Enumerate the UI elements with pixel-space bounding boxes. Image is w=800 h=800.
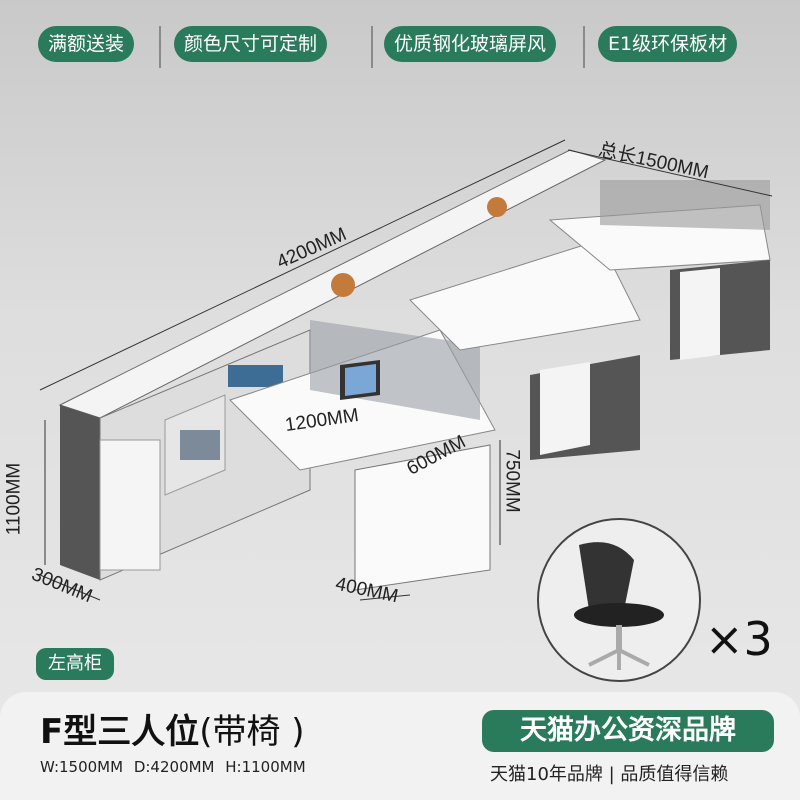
desk-height-label: 750MM	[501, 449, 523, 513]
feature-tag: 优质钢化玻璃屏风	[384, 26, 557, 62]
product-title: F型三人位(带椅 )	[40, 704, 305, 753]
desk-illustration	[39, 139, 773, 601]
cabinet-height-label: 1100MM	[3, 462, 25, 536]
office-chair-icon	[574, 542, 664, 670]
product-specs: W:1500MM D:4200MM H:1100MM	[40, 758, 306, 776]
product-title-suffix: (带椅 )	[199, 712, 305, 752]
feature-tag: 颜色尺寸可定制	[174, 26, 328, 62]
cabinet-position-tag: 左高柜	[36, 648, 114, 680]
divider	[583, 26, 585, 68]
chair-image	[537, 518, 701, 682]
product-title-main: F型三人位	[40, 712, 200, 752]
brand-subtitle: 天猫10年品牌 | 品质值得信赖	[490, 764, 729, 785]
divider	[371, 26, 373, 68]
feature-tag: E1级环保板材	[598, 26, 738, 62]
chair-quantity: ×3	[705, 612, 773, 666]
product-info-panel: F型三人位(带椅 ) W:1500MM D:4200MM H:1100MM 天猫…	[0, 692, 800, 800]
divider	[159, 26, 161, 68]
feature-tag: 满额送装	[38, 26, 135, 62]
feature-tags: 满额送装 颜色尺寸可定制 优质钢化玻璃屏风 E1级环保板材	[0, 26, 800, 68]
brand-badge: 天猫办公资深品牌	[482, 710, 774, 752]
